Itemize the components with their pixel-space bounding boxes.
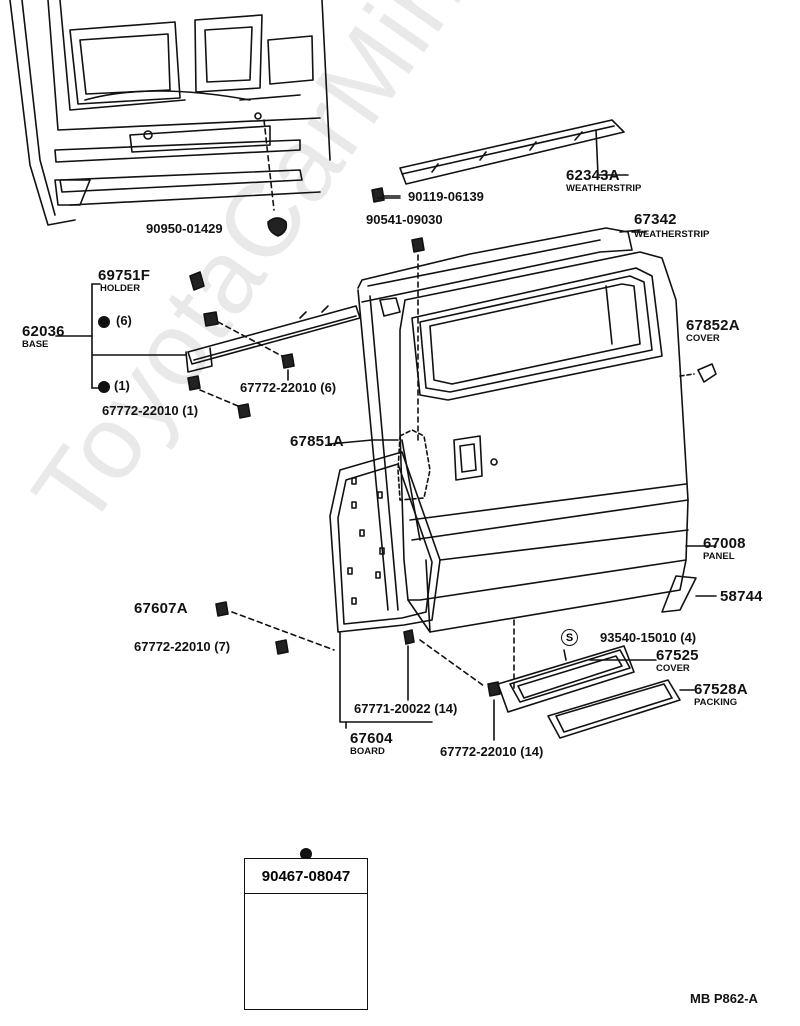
diagram-code: MB P862-A (690, 991, 758, 1006)
quantity-1: (1) (114, 378, 130, 393)
s-symbol-icon: S (561, 629, 578, 646)
part-number-67772-22010-1: 67772-22010 (1) (102, 403, 199, 418)
filled-circle-icon (98, 316, 110, 328)
part-name-panel: PANEL (703, 551, 735, 562)
part-number-67851a: 67851A (290, 433, 344, 450)
weatherstrip-67342-drawing (357, 227, 633, 611)
weatherstrip-62343a-drawing (399, 119, 625, 185)
part-number-67772-22010-7: 67772-22010 (7) (134, 639, 231, 654)
part-number-62343a: 62343A (566, 167, 620, 184)
base-62036-drawing (185, 305, 361, 373)
part-number-69751f: 69751F (98, 267, 151, 284)
part-number-67607a: 67607A (134, 600, 188, 617)
door-panel-67008-drawing (399, 251, 689, 633)
part-name-weatherstrip-2: WEATHERSTRIP (634, 229, 710, 240)
part-number-67772-22010-6: 67772-22010 (6) (240, 380, 337, 395)
part-name-cover: COVER (686, 333, 720, 344)
part-name-cover-2: COVER (656, 663, 690, 674)
part-number-90541-09030: 90541-09030 (366, 212, 443, 227)
part-name-base: BASE (22, 339, 49, 350)
part-name-board: BOARD (350, 746, 385, 757)
packing-67528a-drawing (547, 679, 681, 739)
part-number-67528a: 67528A (694, 681, 748, 698)
part-name-weatherstrip: WEATHERSTRIP (566, 183, 642, 194)
part-number-67771-20022: 67771-20022 (14) (354, 701, 458, 716)
cover-67525-drawing (497, 645, 635, 713)
part-number-67772-22010-14: 67772-22010 (14) (440, 744, 544, 759)
quantity-6: (6) (116, 313, 132, 328)
part-number-67525: 67525 (656, 647, 699, 664)
filled-circle-icon (98, 381, 110, 393)
part-number-67342: 67342 (634, 211, 677, 228)
board-67604-drawing (329, 451, 441, 633)
part-number-93540-15010: 93540-15010 (4) (600, 630, 697, 645)
part-number-90950-01429: 90950-01429 (146, 221, 223, 236)
part-number-58744: 58744 (720, 588, 763, 605)
filled-circle-icon (300, 848, 312, 860)
part-name-holder: HOLDER (100, 283, 141, 294)
part-number-62036: 62036 (22, 323, 65, 340)
legend-part-number: 90467-08047 (245, 859, 367, 894)
part-name-packing: PACKING (694, 697, 738, 708)
part-number-67604: 67604 (350, 730, 393, 747)
part-number-67008: 67008 (703, 535, 746, 552)
part-number-67852a: 67852A (686, 317, 740, 334)
fastener-legend-box: 90467-08047 (244, 858, 368, 1010)
part-number-90119-06139: 90119-06139 (408, 189, 484, 204)
body-opening-illustration (9, 0, 331, 226)
